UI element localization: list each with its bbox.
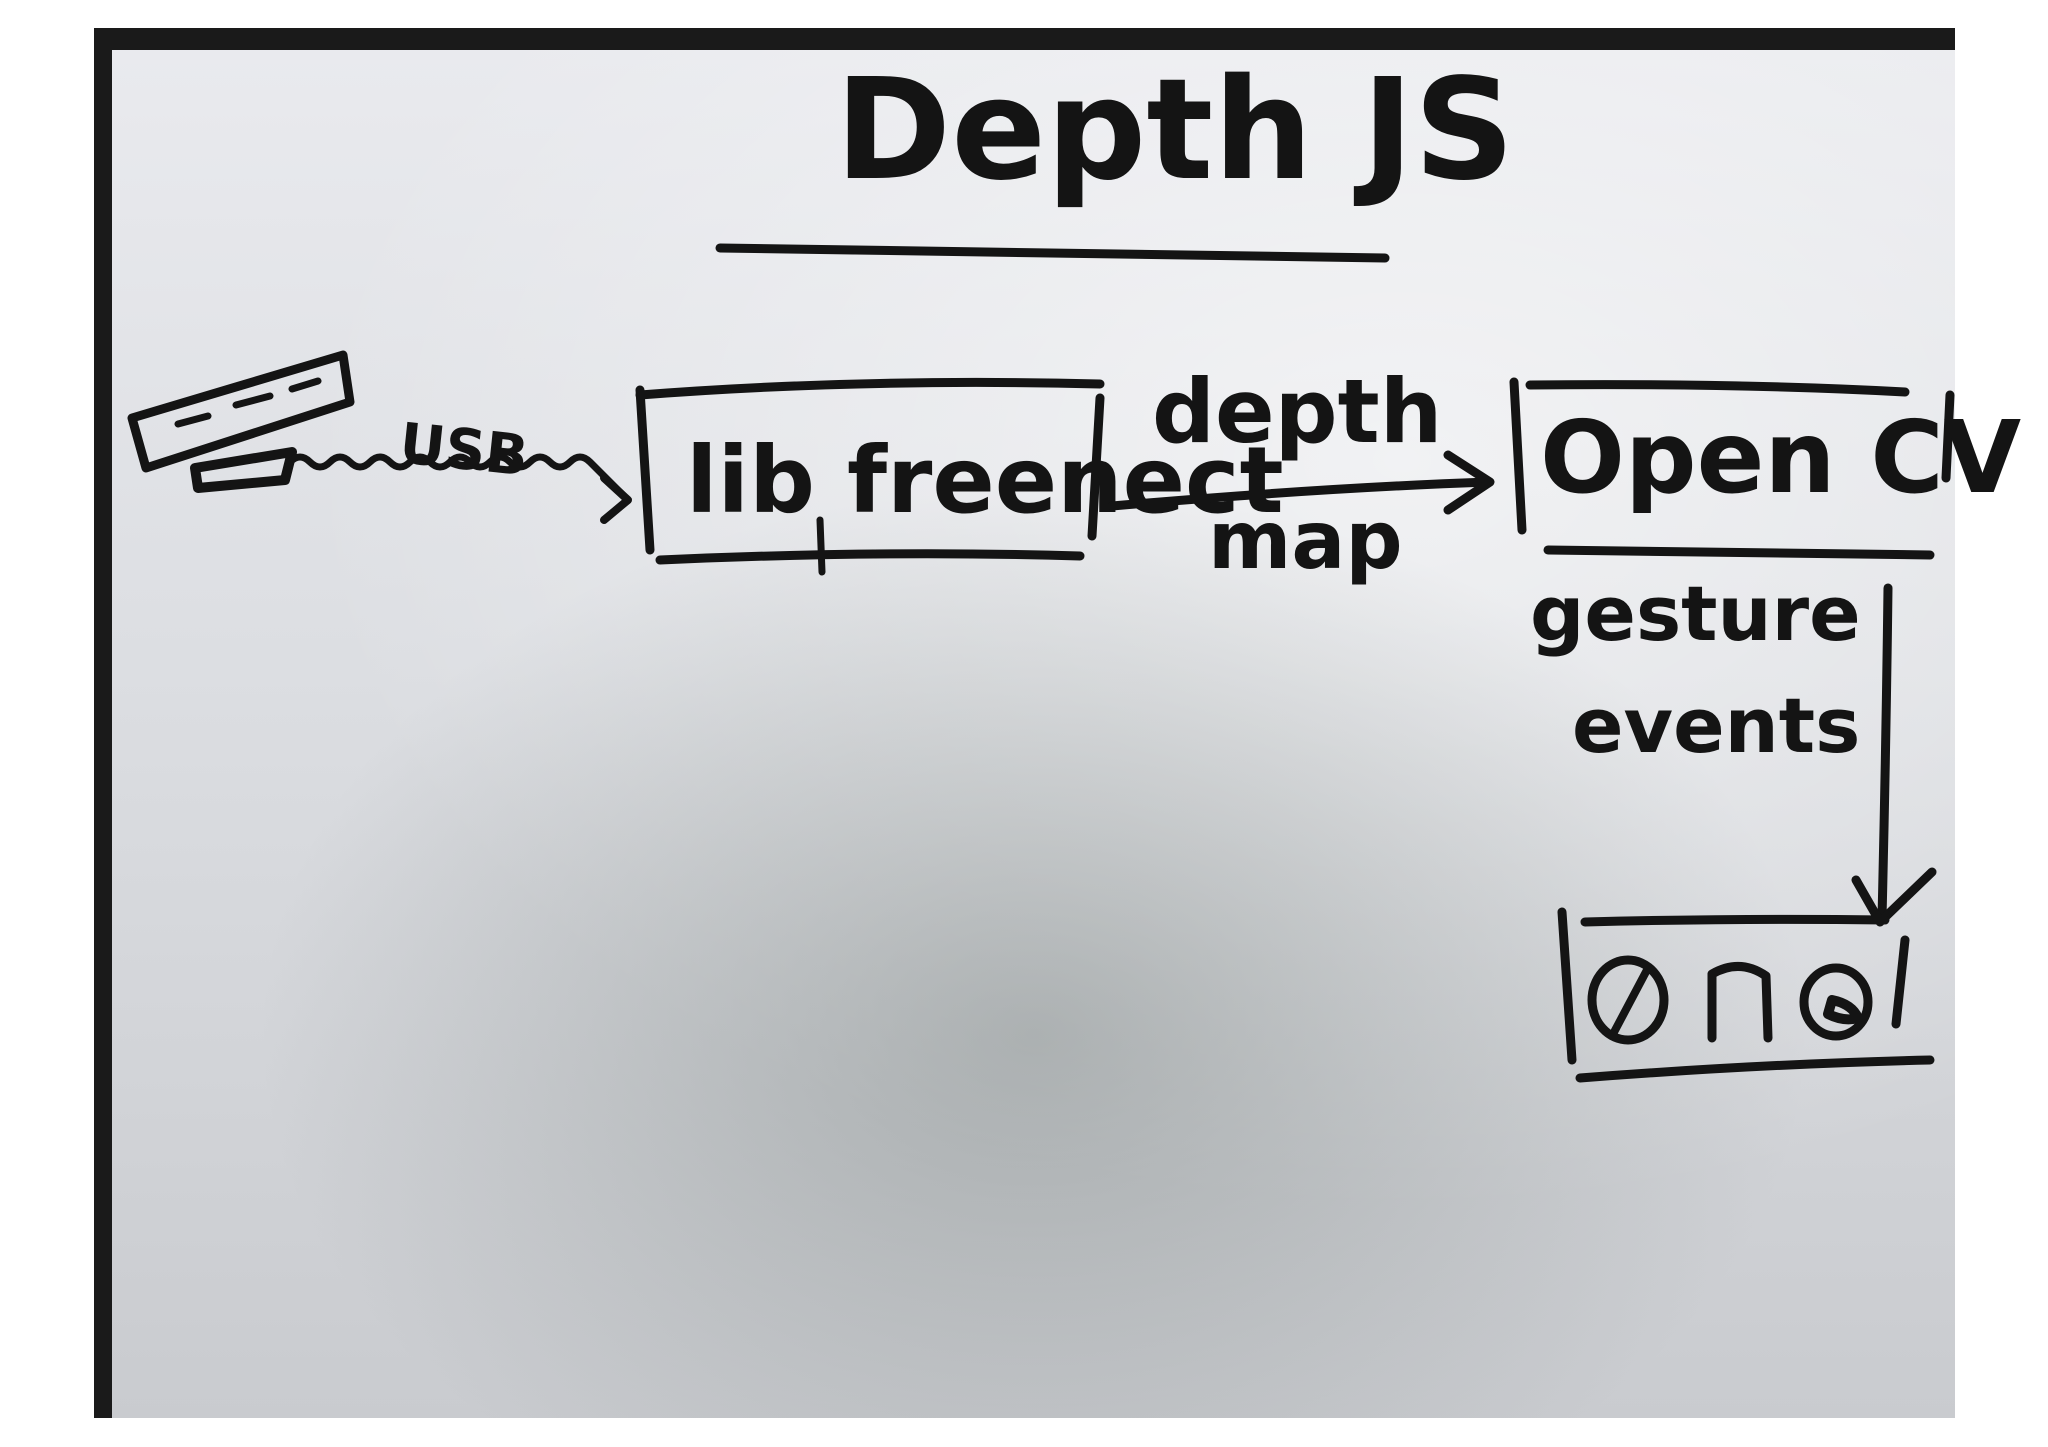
kinect-device-icon (127, 350, 355, 493)
gesture-label: gesture (1530, 569, 1861, 658)
safari-icon (1587, 955, 1669, 1045)
libfreenect-label: lib freenect (686, 427, 1284, 534)
chrome-icon (1707, 962, 1773, 1043)
photo-frame (94, 28, 1955, 1418)
usb-cable (286, 453, 632, 504)
depth-map-arrow-head (1443, 450, 1495, 515)
whiteboard (112, 50, 1955, 1418)
map-label: map (1208, 494, 1403, 587)
opencv-box (1509, 377, 1955, 560)
firefox-icon (1799, 963, 1873, 1041)
diagram-title: Depth JS (835, 49, 1515, 212)
title-underline (715, 243, 1390, 263)
usb-label: USB (397, 411, 532, 489)
depth-map-arrow (1107, 477, 1493, 511)
gesture-events-arrow-head (1851, 867, 1937, 927)
usb-arrow-head (600, 474, 632, 524)
events-label: events (1572, 681, 1860, 770)
libfreenect-box (635, 377, 1105, 576)
gesture-events-arrow (1877, 583, 1893, 923)
opencv-label: Open CV (1540, 399, 2021, 516)
browser-box (1557, 907, 1935, 1083)
depth-label: depth (1152, 360, 1442, 463)
